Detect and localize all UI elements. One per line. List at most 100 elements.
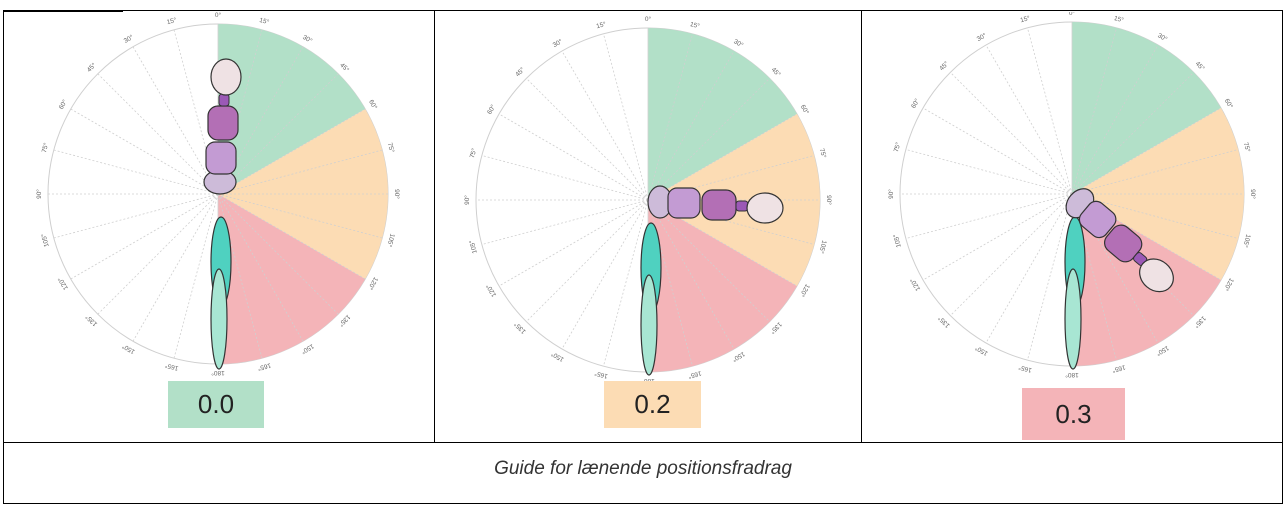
head-segment (1139, 258, 1174, 293)
posture-panel-leaning: 0°15°15°30°30°45°45°60°60°75°75°90°90°10… (436, 12, 860, 442)
seated-figure (203, 58, 242, 370)
torso-segment (667, 187, 701, 219)
degree-tick-label: 120° (56, 275, 70, 291)
neck-segment (218, 93, 230, 107)
posture-diagram: 0°15°15°30°30°45°45°60°60°75°75°90°90°10… (463, 15, 833, 385)
degree-tick-label: 90° (35, 189, 43, 199)
radial-guide (647, 78, 770, 201)
degree-tick-label: 90° (1249, 189, 1257, 199)
head-segment (746, 192, 784, 224)
degree-tick-label: 75° (40, 142, 50, 154)
angle-zone (648, 28, 797, 200)
column-divider (861, 10, 862, 443)
degree-tick-label: 15° (595, 20, 607, 30)
degree-tick-label: 45° (514, 65, 527, 78)
degree-tick-label: 60° (1223, 97, 1235, 110)
radial-guide (1071, 107, 1222, 195)
radial-guide (950, 72, 1073, 195)
radial-guide (217, 193, 366, 280)
radial-guide (561, 199, 649, 350)
degree-tick-label: 120° (1222, 277, 1236, 293)
radial-guide (53, 193, 219, 239)
degree-tick-label: 150° (120, 342, 136, 356)
degree-tick-label: 60° (799, 103, 811, 116)
degree-tick-label: 165° (687, 369, 702, 380)
score-badge: 0.0 (168, 381, 264, 428)
degree-tick-label: 120° (366, 276, 380, 292)
shank-segment (640, 274, 658, 376)
score-label: 0.2 (634, 389, 671, 419)
radial-guide (217, 108, 366, 195)
radial-guide (526, 199, 649, 322)
degree-tick-label: 135° (768, 320, 783, 335)
degree-tick-label: 75° (892, 141, 902, 153)
degree-tick-label: 60° (909, 97, 921, 110)
degree-tick-label: 150° (1154, 344, 1170, 358)
radial-guide (217, 193, 339, 315)
radial-guide (217, 193, 383, 239)
torso-segment (1078, 200, 1117, 239)
radial-guide (217, 193, 304, 342)
degree-tick-label: 150° (299, 342, 315, 356)
degree-tick-label: 60° (367, 98, 379, 111)
radial-guide (1071, 72, 1194, 195)
torso-segment (205, 141, 237, 175)
degree-tick-label: 60° (57, 98, 69, 111)
radial-guide (561, 50, 649, 201)
degree-tick-label: 15° (1019, 14, 1031, 24)
radial-guide (647, 199, 735, 350)
degree-tick-label: 135° (512, 320, 527, 335)
degree-tick-label: 180° (1065, 371, 1079, 379)
degree-tick-label: 135° (1192, 314, 1207, 329)
radial-guide (217, 149, 383, 195)
trunk-group (647, 185, 784, 224)
radial-guide (132, 46, 219, 195)
degree-tick-label: 165° (1017, 363, 1032, 374)
radial-guide (217, 73, 339, 195)
table-frame (3, 10, 1283, 504)
neck-segment (735, 200, 749, 212)
seated-figure (640, 185, 784, 376)
radial-guide (985, 44, 1073, 195)
posture-diagram: 0°15°15°30°30°45°45°60°60°75°75°90°90°10… (35, 12, 401, 377)
degree-tick-label: 45° (85, 61, 98, 74)
degree-tick-label: 15° (689, 20, 701, 30)
radial-guide (647, 50, 735, 201)
degree-tick-label: 120° (908, 276, 922, 292)
degree-tick-label: 45° (338, 61, 351, 74)
table-caption: Guide for lænende positionsfradrag (494, 458, 792, 479)
degree-tick-label: 105° (467, 239, 478, 254)
degree-tick-label: 105° (385, 233, 396, 248)
degree-tick-label: 150° (549, 350, 565, 364)
radial-guide (173, 193, 219, 359)
table-top-accent (3, 10, 123, 12)
radial-guide (1071, 44, 1159, 195)
seated-figure (1064, 188, 1174, 370)
degree-tick-label: 30° (1156, 31, 1169, 43)
radial-guide (53, 149, 219, 195)
radial-guide (603, 33, 649, 201)
radial-guide (1071, 27, 1117, 195)
score-label: 0.3 (1055, 398, 1092, 429)
score-badge: 0.2 (604, 381, 701, 428)
chest-segment (701, 189, 737, 221)
degree-tick-label: 90° (887, 189, 895, 199)
shank-segment (1064, 268, 1082, 370)
degree-tick-label: 135° (936, 314, 951, 329)
degree-tick-label: 0° (645, 15, 652, 23)
degree-tick-label: 0° (215, 12, 222, 19)
degree-tick-label: 90° (463, 195, 471, 205)
degree-tick-label: 30° (551, 37, 564, 49)
degree-tick-label: 30° (732, 37, 745, 49)
degree-tick-label: 165° (593, 369, 608, 380)
radial-guide (647, 199, 770, 322)
trunk-group (203, 58, 242, 195)
angle-zone (1072, 22, 1221, 194)
posture-diagram: 0°15°15°30°30°45°45°60°60°75°75°90°90°10… (887, 12, 1257, 379)
degree-tick-label: 150° (730, 350, 746, 364)
degree-tick-label: 120° (484, 282, 498, 298)
degree-tick-label: 90° (825, 195, 833, 205)
degree-tick-label: 45° (1194, 60, 1207, 73)
degree-tick-label: 105° (39, 232, 50, 247)
posture-panel-reclined: 0°15°15°30°30°45°45°60°60°75°75°90°90°10… (863, 12, 1281, 442)
